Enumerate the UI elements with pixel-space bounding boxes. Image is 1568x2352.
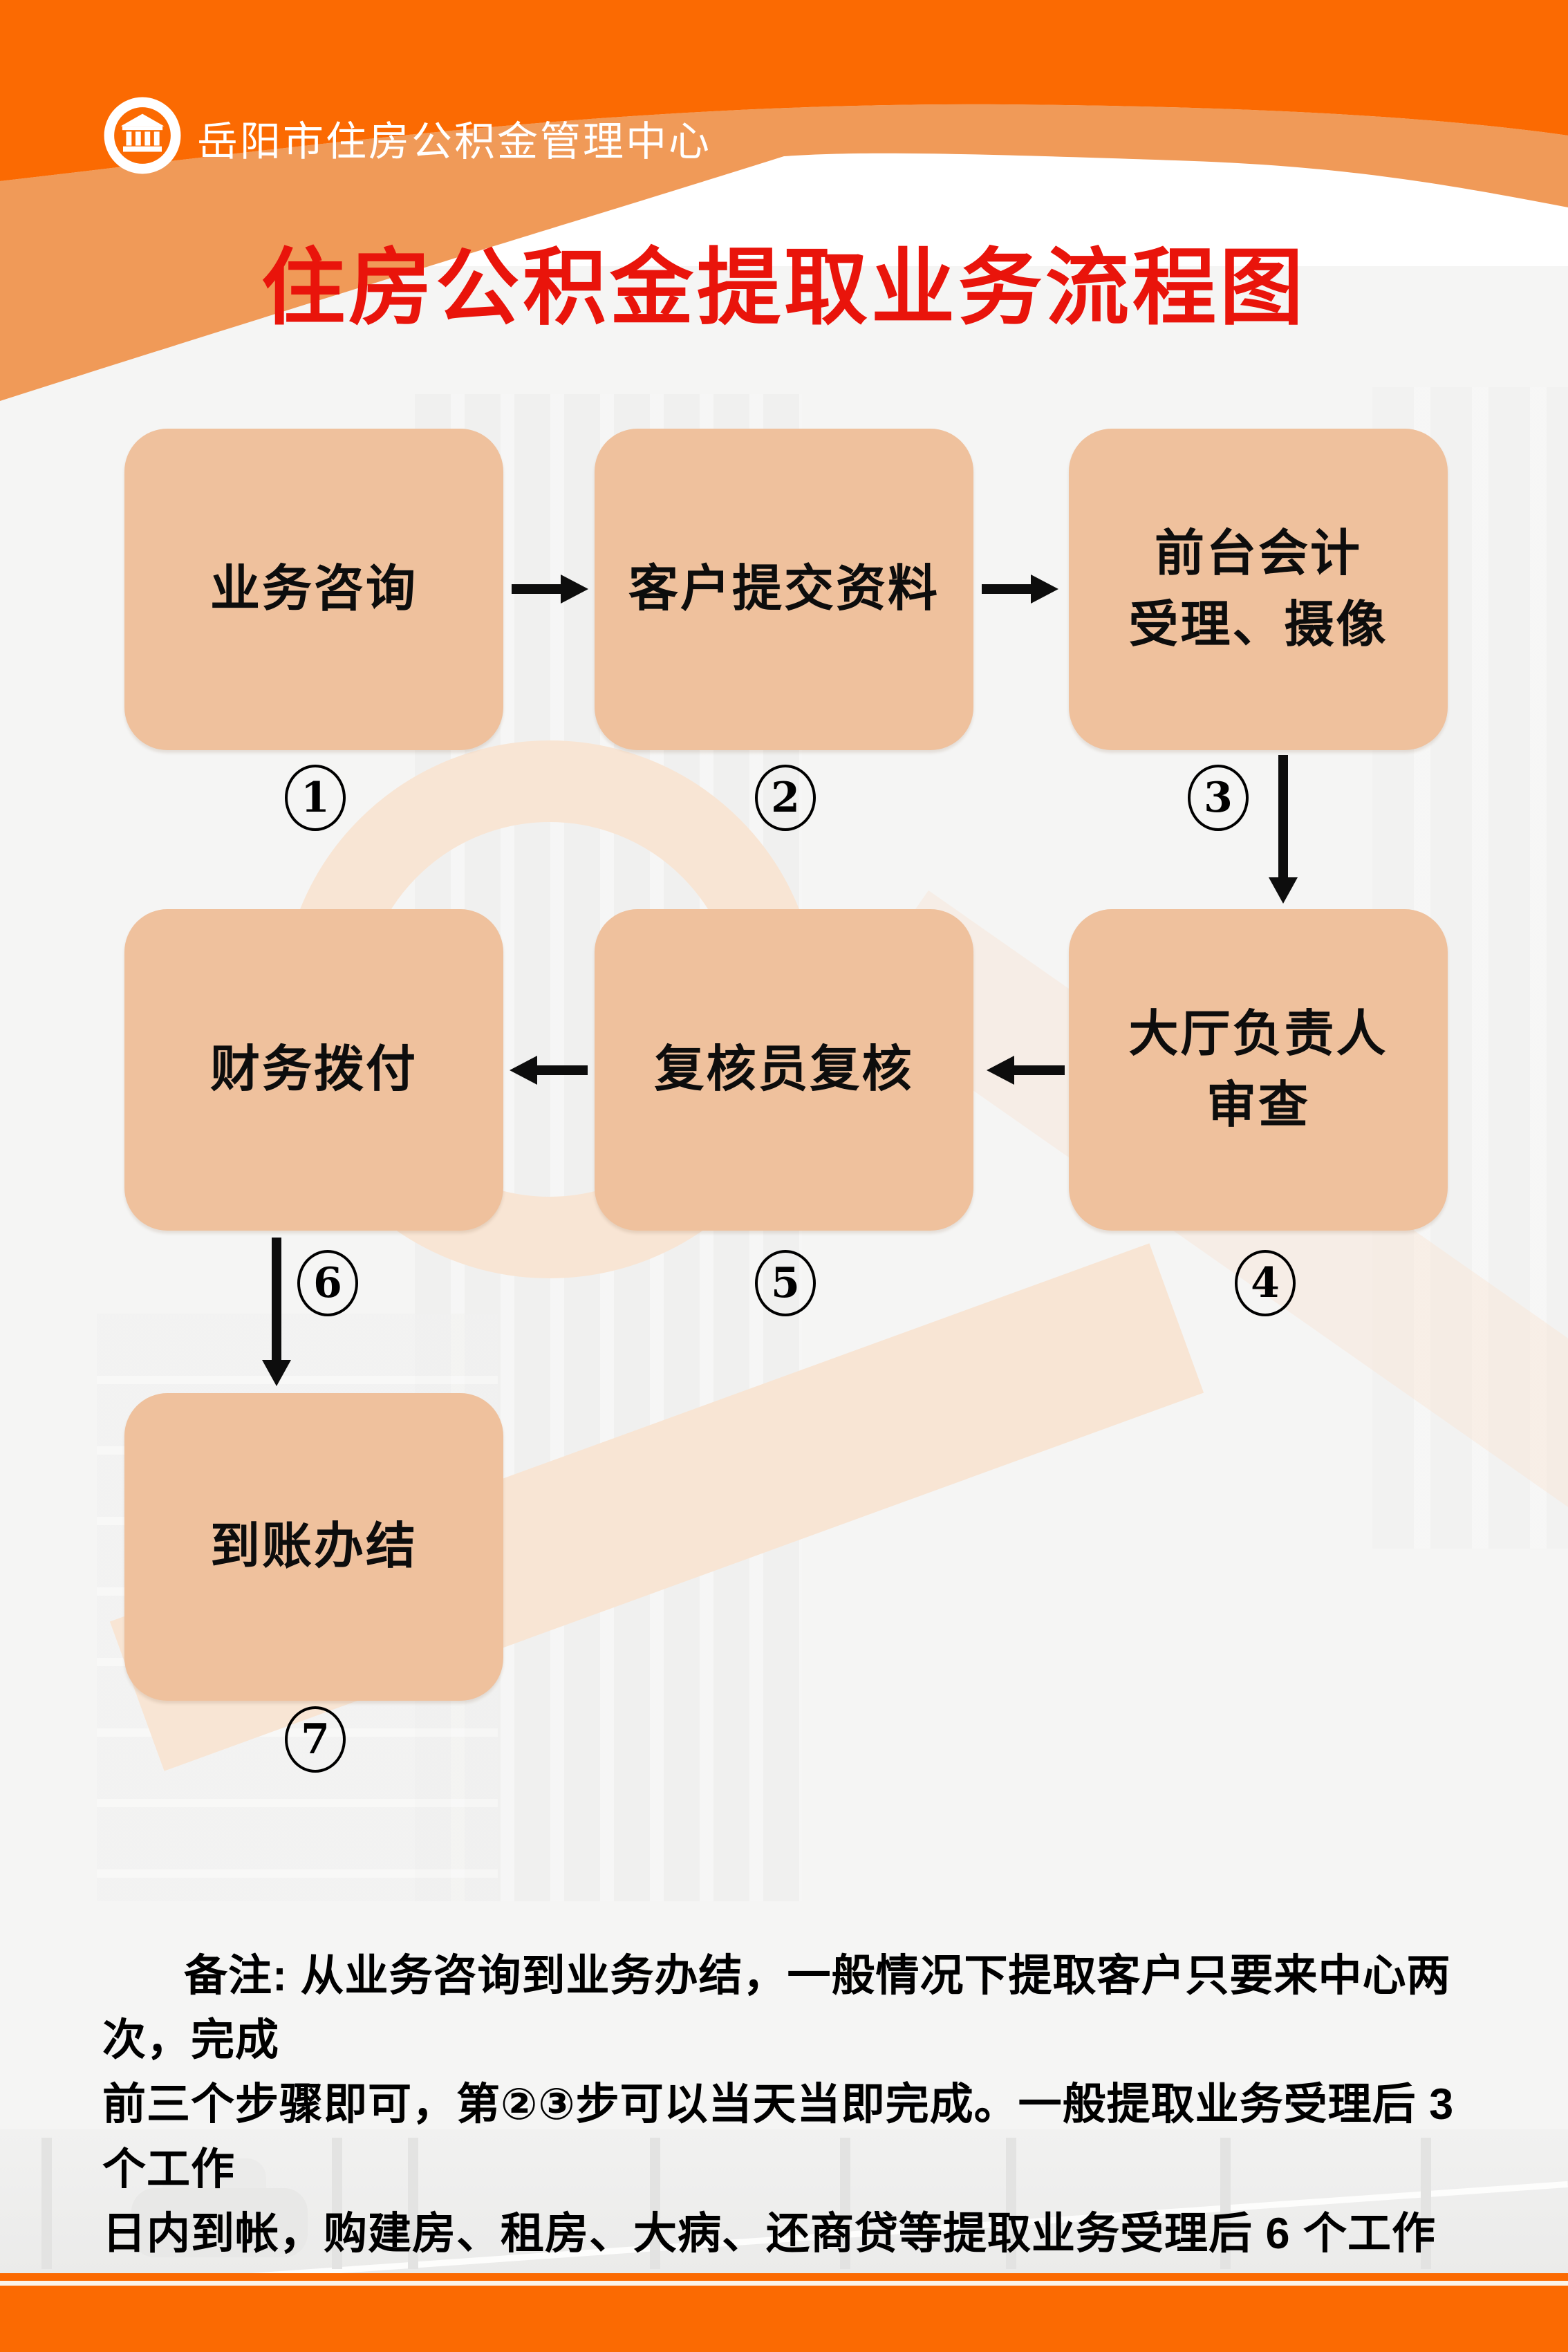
- step-label-3: 前台会计 受理、摄像: [1128, 526, 1388, 653]
- step-number-2: 2: [755, 765, 816, 831]
- org-name: 岳阳市住房公积金管理中心: [197, 119, 712, 165]
- note-block: 备注: 从业务咨询到业务办结，一般情况下提取客户只要来中心两次，完成 前三个步骤…: [102, 1944, 1475, 2331]
- tree-trunk: [840, 2138, 850, 2269]
- tree-trunk: [650, 2138, 660, 2269]
- bank-building-icon: [104, 97, 181, 174]
- arrow-left-icon: [987, 1056, 1065, 1085]
- step-number-7: 7: [285, 1706, 346, 1773]
- step-number-4: 4: [1235, 1250, 1296, 1316]
- step-label-6: 财务拨付: [209, 1042, 418, 1098]
- step-label-4: 大厅负责人 审查: [1128, 1007, 1388, 1133]
- step-label-2: 客户提交资料: [628, 561, 940, 617]
- step-box-7: 到账办结: [124, 1393, 503, 1701]
- note-line-1: 备注: 从业务咨询到业务办结，一般情况下提取客户只要来中心两次，完成: [102, 1952, 1451, 2065]
- step-box-5: 复核员复核: [595, 909, 973, 1231]
- step-box-1: 业务咨询: [124, 429, 503, 750]
- tree-trunk: [41, 2138, 52, 2269]
- page-title: 住房公积金提取业务流程图: [261, 241, 1307, 335]
- arrow-down-icon: [1269, 755, 1298, 904]
- header-band: [0, 0, 1568, 401]
- tree-trunk: [1421, 2138, 1431, 2269]
- arrow-down-icon: [262, 1238, 291, 1386]
- step-label-5: 复核员复核: [654, 1042, 914, 1098]
- step-label-1: 业务咨询: [209, 561, 418, 617]
- tree-trunk: [1220, 2138, 1231, 2269]
- tree-trunk: [408, 2138, 418, 2269]
- arrow-left-icon: [510, 1056, 588, 1085]
- step-number-6: 6: [297, 1250, 358, 1316]
- step-box-2: 客户提交资料: [595, 429, 973, 750]
- orange-header-shape: [0, 0, 1568, 181]
- car-silhouette-body: [131, 2188, 308, 2257]
- light-orange-swoosh: [0, 104, 1568, 401]
- footer-divider-line: [0, 2281, 1568, 2286]
- step-box-3: 前台会计 受理、摄像: [1069, 429, 1448, 750]
- tree-trunk: [1006, 2138, 1016, 2269]
- step-label-7: 到账办结: [209, 1519, 418, 1575]
- tree-trunk: [332, 2138, 342, 2269]
- step-number-5: 5: [755, 1250, 816, 1316]
- step-box-6: 财务拨付: [124, 909, 503, 1231]
- arrow-right-icon: [982, 575, 1058, 604]
- arrow-right-icon: [512, 575, 588, 604]
- step-number-1: 1: [285, 765, 346, 831]
- note-line-2: 前三个步骤即可，第②③步可以当天当即完成。一般提取业务受理后 3 个工作: [102, 2080, 1455, 2194]
- footer-band: [0, 2273, 1568, 2352]
- step-number-3: 3: [1188, 765, 1249, 831]
- step-box-4: 大厅负责人 审查: [1069, 909, 1448, 1231]
